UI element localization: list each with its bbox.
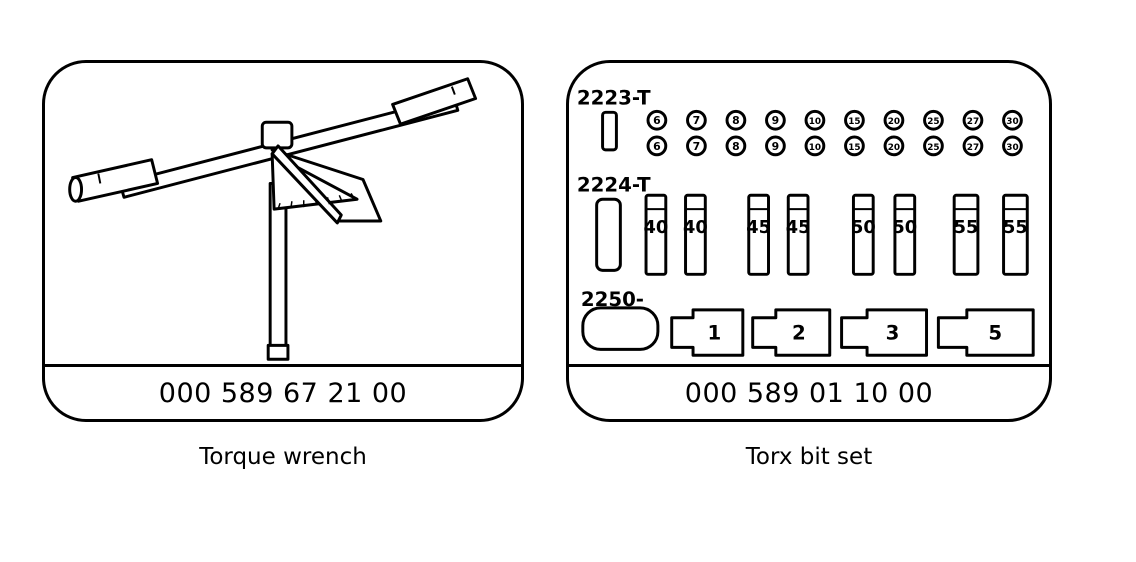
torx-bit-25: 25 [923,135,944,157]
torx-bit-set-caption: Torx bit set [745,444,873,470]
torx-bit-10: 10 [804,135,826,157]
svg-text:50: 50 [892,218,917,238]
torx-bit-9: 9 [765,109,786,131]
torx-bit-25: 25 [923,109,944,131]
torx-bit-50: 50 [892,193,917,276]
torque-wrench-caption: Torque wrench [199,444,367,470]
torx-bit-7: 7 [686,109,707,131]
torque-wrench-panel: 000 589 67 21 00 [42,60,524,422]
torx-bit-8: 8 [725,109,747,131]
svg-text:45: 45 [746,218,771,238]
torx-socket-2: 2 [751,308,832,357]
torx-bit-8: 8 [725,135,747,157]
svg-text:27: 27 [967,143,979,153]
svg-text:6: 6 [653,114,661,127]
row3-label: 2250- [581,288,644,311]
svg-text:8: 8 [732,140,740,153]
bit-holder-icon [601,110,618,152]
torx-socket-3: 3 [840,308,929,357]
svg-text:27: 27 [967,117,979,127]
torx-bit-27: 27 [962,109,984,131]
row2-label: 2224-T [577,173,651,196]
torx-bit-6: 6 [646,135,668,157]
torx-bit-30: 30 [1002,109,1023,131]
svg-text:30: 30 [1006,143,1018,153]
ratchet-adapter-icon [581,306,660,351]
svg-text:55: 55 [1003,218,1028,238]
svg-text:3: 3 [886,321,900,344]
torx-bit-40: 40 [644,193,669,276]
torx-bit-9: 9 [765,135,786,157]
torx-bit-15: 15 [844,109,865,131]
svg-text:10: 10 [809,117,821,127]
bit-holder-icon [595,197,622,272]
svg-text:55: 55 [954,218,979,238]
svg-text:7: 7 [693,114,701,127]
svg-text:15: 15 [848,143,860,153]
svg-text:20: 20 [888,117,900,127]
torx-bit-7: 7 [686,135,707,157]
torx-bit-50: 50 [851,193,876,276]
svg-text:40: 40 [644,218,669,238]
torx-bit-set-illustration: 2223-T 66778899101015152020252527273030 … [577,86,1035,357]
svg-text:30: 30 [1006,117,1018,127]
torx-bit-20: 20 [883,135,905,157]
svg-text:25: 25 [927,143,939,153]
torx-bit-55: 55 [1002,193,1029,276]
torx-bit-30: 30 [1002,135,1023,157]
svg-text:6: 6 [653,140,661,153]
svg-text:5: 5 [988,321,1002,344]
svg-text:9: 9 [772,114,780,127]
svg-text:1: 1 [708,321,722,344]
svg-text:45: 45 [786,218,811,238]
svg-text:50: 50 [851,218,876,238]
torx-bit-40: 40 [683,193,708,276]
svg-text:2: 2 [792,321,806,344]
svg-text:7: 7 [693,140,701,153]
part-number: 000 589 01 10 00 [569,364,1049,419]
svg-text:20: 20 [888,143,900,153]
torx-bit-55: 55 [952,193,980,276]
torque-wrench-illustration [68,77,478,361]
torx-bit-45: 45 [786,193,811,276]
torx-bit-6: 6 [646,109,668,131]
torx-bit-15: 15 [844,135,865,157]
torx-bit-20: 20 [883,109,905,131]
row1-label: 2223-T [577,86,651,109]
torx-socket-5: 5 [936,308,1035,357]
svg-text:9: 9 [772,140,780,153]
svg-text:15: 15 [848,117,860,127]
torx-bit-45: 45 [746,193,771,276]
torx-bit-10: 10 [804,109,826,131]
svg-text:8: 8 [732,114,740,127]
part-number: 000 589 67 21 00 [45,364,521,419]
svg-text:40: 40 [683,218,708,238]
torx-bit-27: 27 [962,135,984,157]
torx-socket-1: 1 [670,308,745,357]
svg-text:25: 25 [927,117,939,127]
svg-text:10: 10 [809,143,821,153]
